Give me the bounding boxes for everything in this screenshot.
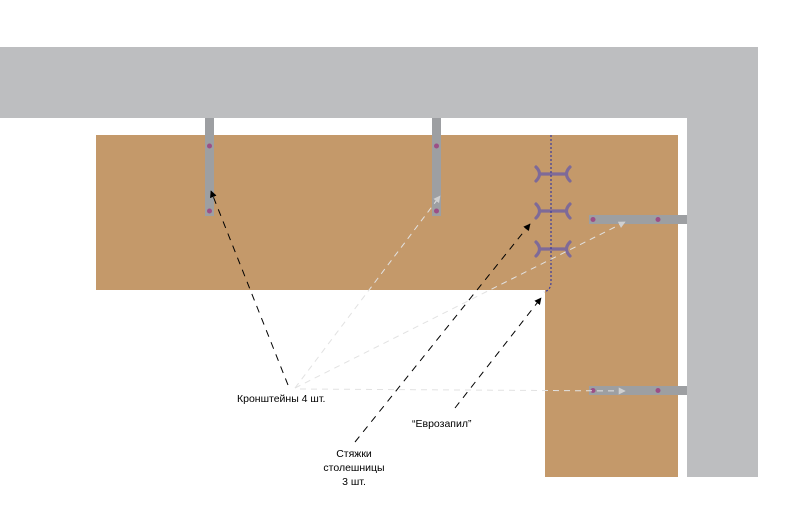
bracket-3: [589, 215, 687, 224]
leader-brackets: [210, 190, 289, 386]
bracket-2: [432, 118, 441, 216]
label-ties-line3: 3 шт.: [342, 476, 366, 488]
eurocut-line: [543, 135, 552, 293]
tie-1: [534, 165, 572, 183]
bracket-4: [589, 386, 687, 395]
leader-lines-dark: [210, 190, 542, 443]
tie-3: [534, 240, 572, 258]
wall-top: [0, 47, 758, 118]
label-ties-line1: Стяжки: [336, 448, 372, 460]
leader-eurocut: [454, 297, 542, 409]
leader-lines-light: [294, 195, 626, 395]
label-ties-line2: столешницы: [323, 462, 384, 474]
bracket-1: [205, 118, 214, 216]
label-eurocut: “Еврозапил”: [412, 418, 472, 430]
countertop-right-section: [545, 135, 678, 477]
tie-2: [534, 202, 572, 220]
label-brackets: Кронштейны 4 шт.: [237, 393, 325, 405]
wall-right: [687, 47, 758, 477]
